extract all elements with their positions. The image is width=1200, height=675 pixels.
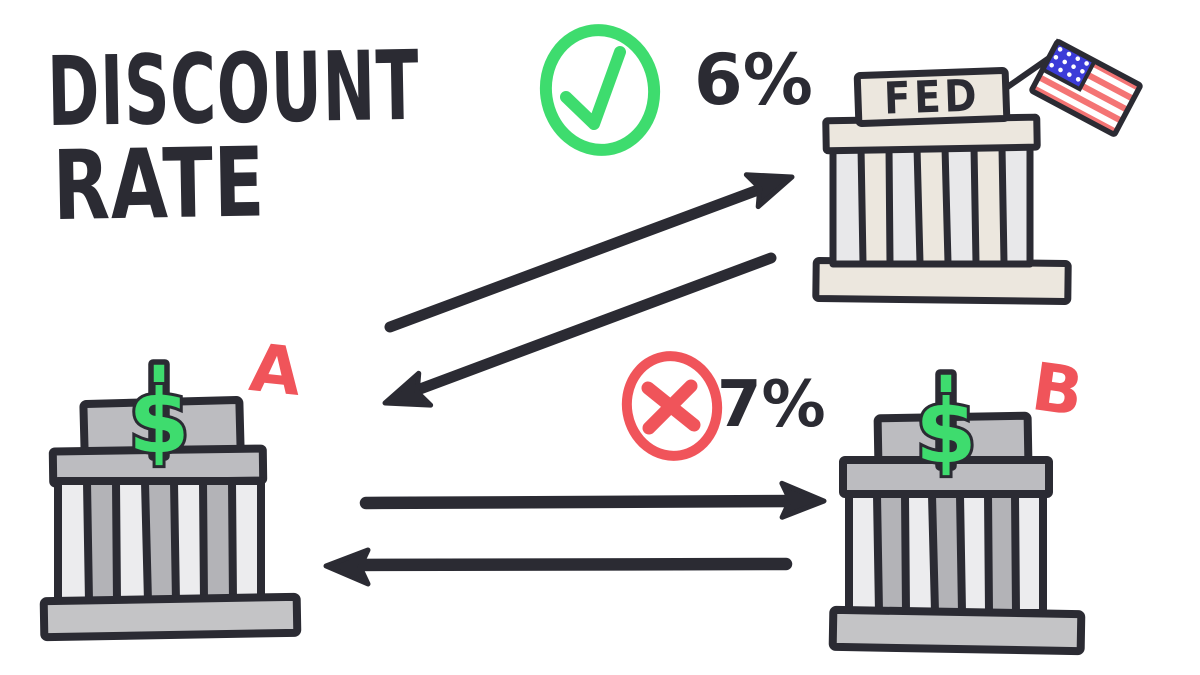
arrow-shaft [345, 557, 793, 572]
bank-column-line [141, 478, 152, 606]
bank-column-line [83, 478, 93, 606]
bank-b-dollar-sign: $ [915, 380, 976, 483]
fed-pediment: FED [853, 67, 1011, 127]
x-mark [642, 379, 698, 435]
fed-column-line [885, 143, 894, 267]
bank-column-line [928, 491, 939, 616]
bank-b-base [828, 605, 1086, 656]
bank-column-line [901, 491, 910, 616]
fed-column [889, 146, 917, 264]
bank-a-label: A [246, 329, 305, 411]
bank-column-line [984, 491, 993, 616]
check-mark [560, 46, 626, 130]
arrow-shaft [384, 181, 772, 333]
bank-b-building: $ B [828, 348, 1088, 656]
flag-stripe [1037, 74, 1124, 124]
fed-column-line [857, 143, 867, 267]
flag-stripe [1080, 82, 1130, 113]
fed-building: FED [812, 38, 1143, 306]
title: DISCOUNT RATE [46, 30, 420, 242]
flag-stars [1049, 47, 1089, 82]
bank-column-line [1011, 491, 1020, 616]
arrow-bank-b-to-bank-a [323, 547, 793, 587]
arrow-bank-a-to-fed [384, 172, 795, 333]
bank-a-base [39, 592, 302, 642]
fed-sign-label: FED [883, 70, 981, 124]
title-line-1: DISCOUNT [46, 30, 420, 148]
fed-column [833, 146, 861, 264]
bank-column-line [956, 491, 966, 616]
bank-a-columns [54, 477, 265, 607]
arrowhead-down-left [382, 370, 434, 408]
bank-column-line [873, 491, 883, 616]
x-circle-icon [621, 351, 723, 461]
fed-column-line [970, 143, 980, 267]
bank-a-building: $ A [39, 329, 305, 642]
discount-rate-value: 6% [694, 39, 813, 121]
bank-column-line [112, 478, 121, 606]
flag-outline [1029, 39, 1143, 137]
arrow-shaft [398, 252, 777, 401]
title-line-2: RATE [52, 126, 266, 242]
bank-column-line [199, 478, 208, 606]
arrowhead-right [779, 480, 827, 520]
check-circle-icon [539, 24, 661, 156]
bank-b-label: B [1027, 348, 1088, 431]
bank-b-dollar-stem [935, 369, 957, 471]
fed-column-line [998, 143, 1008, 267]
bank-a-dollar-sign: $ [128, 370, 189, 473]
fed-pediment-rect [853, 67, 1011, 127]
fed-column-line [941, 143, 952, 267]
interbank-rate-value: 7% [717, 368, 826, 442]
bank-a-dollar-stem [148, 359, 170, 461]
x-circle-outline [621, 351, 723, 461]
fed-column-line [913, 143, 924, 267]
arrow-fed-to-bank-a [382, 252, 777, 408]
arrow-shaft [359, 494, 802, 510]
arrowhead-up-right [743, 172, 795, 210]
arrowhead-left [323, 547, 371, 587]
flag-stripe [1085, 71, 1135, 102]
american-flag-icon [1029, 38, 1143, 137]
arrow-bank-a-to-bank-b [359, 480, 827, 520]
fed-columns [829, 142, 1034, 268]
bank-column-line [170, 478, 180, 606]
bank-column-line [228, 478, 237, 606]
check-circle-outline [539, 24, 661, 156]
bank-b-columns [845, 490, 1047, 617]
